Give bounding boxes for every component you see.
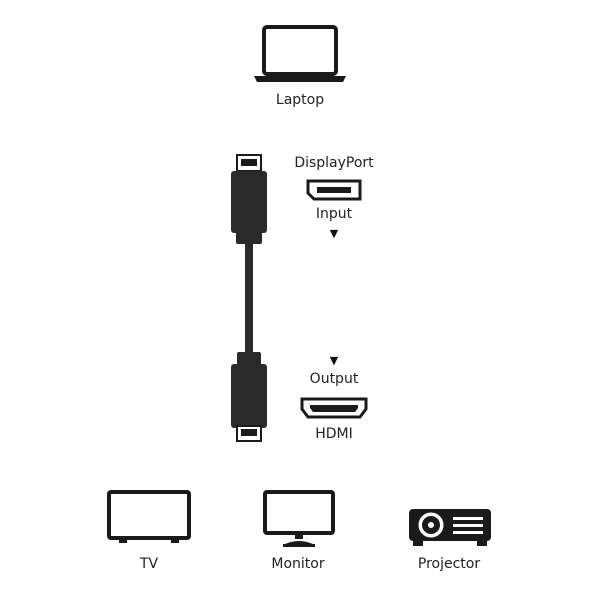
displayport-icon [306,179,362,201]
laptop-icon [254,25,346,82]
input-label: Input [315,206,353,222]
hdmi-label: HDMI [315,426,353,442]
projector-icon [409,509,491,546]
cable [231,154,267,442]
input-arrow-icon: ▼ [329,227,339,240]
monitor-icon [263,490,335,547]
output-label: Output [309,371,359,387]
output-arrow-icon: ▼ [329,354,339,367]
tv-icon [107,490,191,543]
monitor-label: Monitor [271,556,325,572]
tv-label: TV [139,556,159,572]
hdmi-icon [300,397,368,419]
laptop-label: Laptop [275,92,325,108]
projector-label: Projector [417,556,481,572]
displayport-label: DisplayPort [294,155,374,171]
